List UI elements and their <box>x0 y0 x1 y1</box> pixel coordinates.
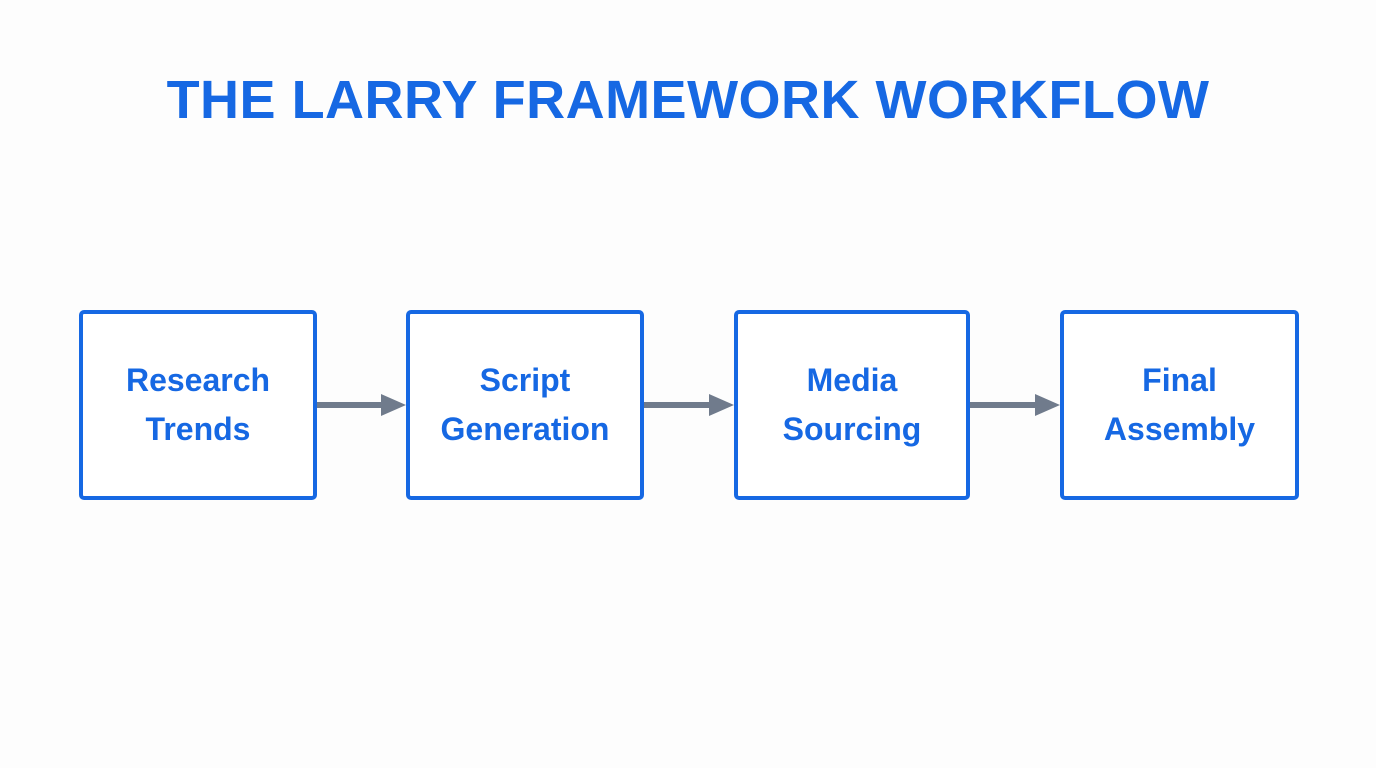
flow-node-script-generation[interactable]: Script Generation <box>406 310 644 500</box>
flow-node-label: Media Sourcing <box>782 362 922 447</box>
flow-node-research-trends[interactable]: Research Trends <box>79 310 317 500</box>
flow-node-label: Script Generation <box>440 362 610 447</box>
flow-arrow-2 <box>644 393 734 417</box>
flow-node-label: Final Assembly <box>1103 362 1256 447</box>
flow-arrow-1 <box>317 393 406 417</box>
flow-arrow-3 <box>970 393 1060 417</box>
flow-node-media-sourcing[interactable]: Media Sourcing <box>734 310 970 500</box>
flow-node-final-assembly[interactable]: Final Assembly <box>1060 310 1299 500</box>
flow-node-label: Research Trends <box>125 362 271 447</box>
page-title: THE LARRY FRAMEWORK WORKFLOW <box>166 70 1210 130</box>
